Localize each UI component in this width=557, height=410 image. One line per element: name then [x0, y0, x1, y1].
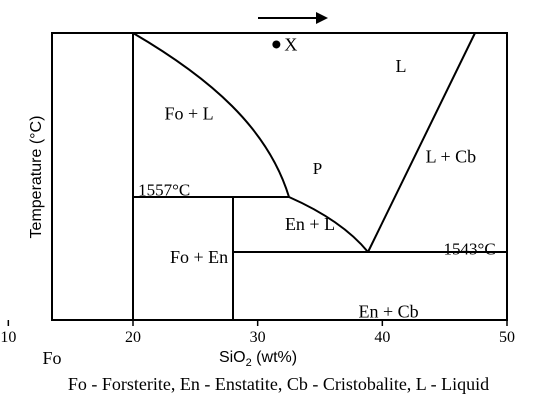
point-label: P	[313, 159, 322, 178]
x-tick-label: 10	[0, 329, 16, 346]
x-tick-label: 30	[250, 329, 266, 346]
region-label: En + L	[285, 214, 335, 234]
point-marker	[272, 40, 281, 49]
region-label: En + Cb	[358, 301, 418, 321]
x-axis-label: SiO2 (wt%)	[219, 349, 297, 369]
region-label: L + Cb	[426, 146, 476, 166]
y-axis-label: Temperature (°C)	[28, 116, 45, 239]
x-tick-label: 40	[374, 329, 390, 346]
x-tick-labels: 10 20 30 40 50	[0, 320, 515, 346]
region-labels: Fo + L L L + Cb En + L Fo + En En + Cb	[165, 56, 477, 321]
liquidus-en	[288, 196, 369, 253]
x-tick-label: 20	[125, 329, 141, 346]
x-axis-label-main: SiO	[219, 349, 246, 366]
temperature-label: 1543°C	[444, 239, 496, 258]
plot-frame	[51, 32, 508, 321]
temperature-label: 1557°C	[138, 180, 190, 199]
direction-arrow	[258, 12, 328, 24]
point-labels: XP	[272, 34, 322, 178]
x-axis-label-sub: 2	[246, 357, 252, 369]
legend-caption: Fo - Forsterite, En - Enstatite, Cb - Cr…	[67, 374, 490, 394]
temperature-labels: 1557°C 1543°C	[138, 180, 496, 258]
liquidus-fo	[132, 32, 290, 198]
x-tick-label: 50	[499, 329, 515, 346]
liquidus-cb	[367, 32, 476, 253]
region-label: L	[396, 56, 407, 76]
fo-end-label: Fo	[42, 348, 61, 368]
point-label: X	[284, 34, 297, 54]
region-label: Fo + En	[170, 247, 228, 267]
x-axis-label-tail: (wt%)	[252, 349, 297, 366]
region-label: Fo + L	[165, 103, 214, 123]
